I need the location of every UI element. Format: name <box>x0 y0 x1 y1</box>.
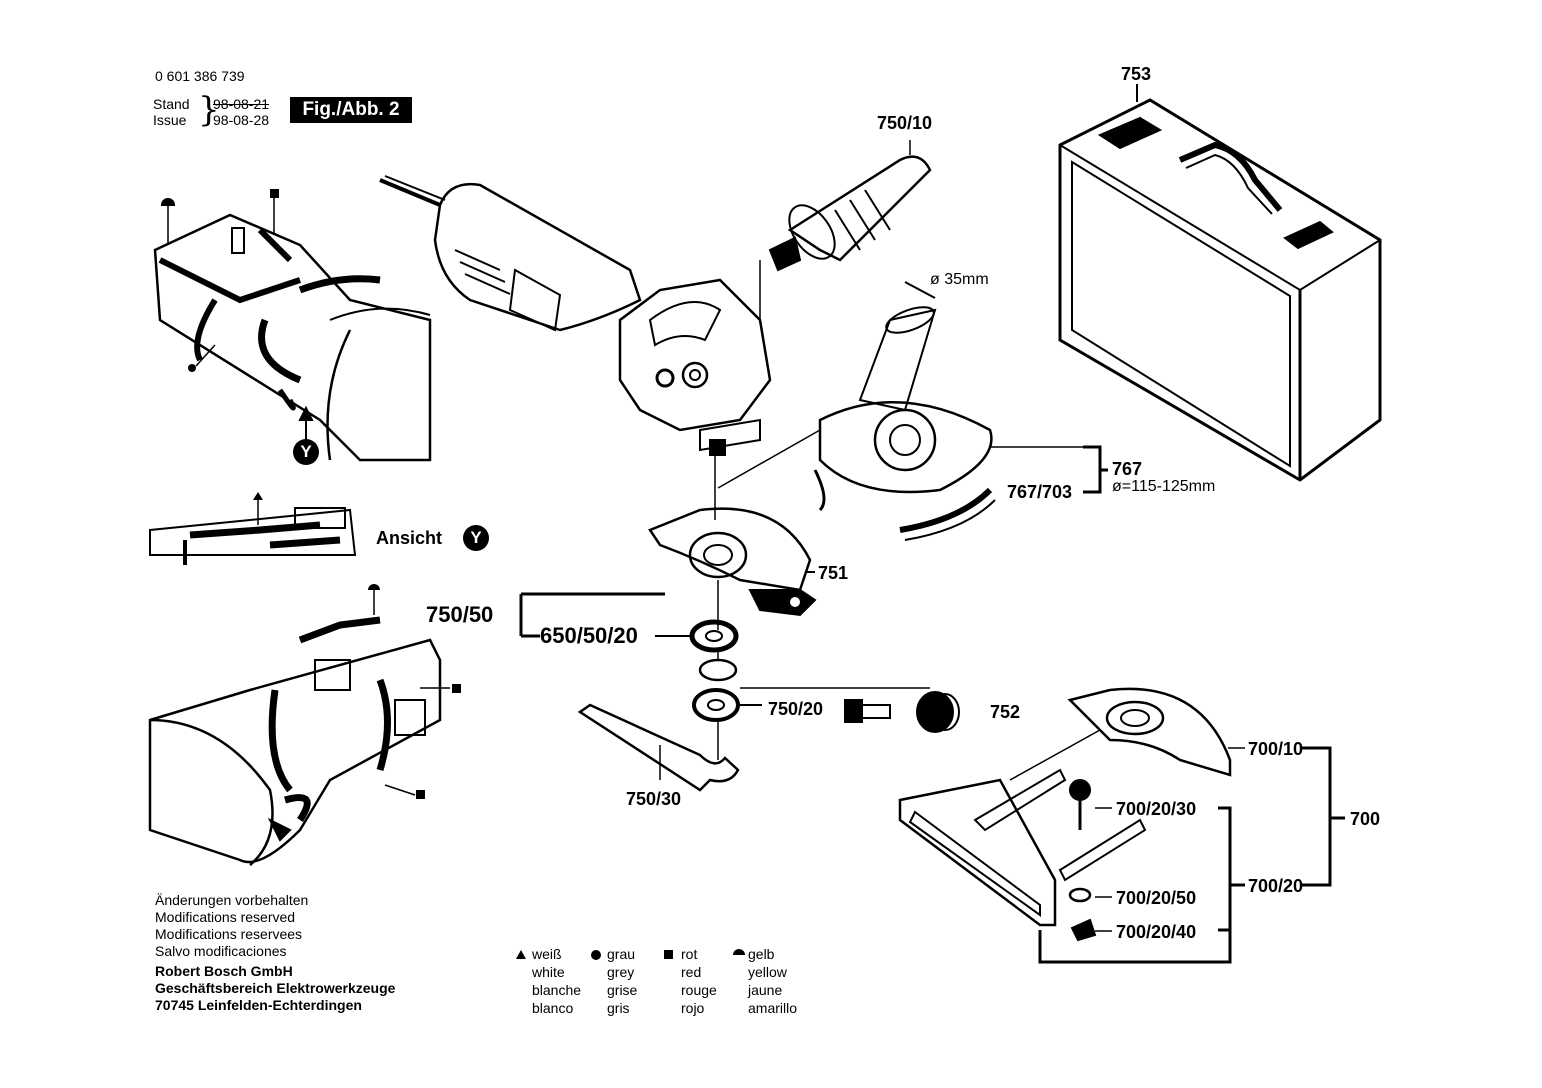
legend-red-de: rot <box>681 946 698 962</box>
company-name: Robert Bosch GmbH <box>155 963 293 979</box>
legend-grey-es: gris <box>607 1000 630 1016</box>
legend-red-fr: rouge <box>681 982 717 998</box>
y-marker-top: Y <box>293 439 319 465</box>
callout-700-20-30: 700/20/30 <box>1116 799 1197 819</box>
callout-767: 767 <box>1112 459 1143 479</box>
legend-yellow-es: amarillo <box>748 1000 798 1016</box>
issue-date: 98-08-28 <box>213 112 270 128</box>
triangle-icon <box>516 950 526 959</box>
legend-yellow-fr: jaune <box>748 982 783 998</box>
note-de: Änderungen vorbehalten <box>155 892 309 908</box>
legend-symbols <box>516 949 745 960</box>
y-marker-view: Y <box>463 525 489 551</box>
cutting-guide-700-20 <box>898 768 1147 942</box>
callout-diameter-35: ø 35mm <box>930 271 989 288</box>
legend-white-de: weiß <box>532 946 562 962</box>
pin-and-nut-752 <box>844 691 960 733</box>
legend-grey-fr: grise <box>607 982 638 998</box>
wheel-guard-751 <box>648 507 817 617</box>
callout-700: 700 <box>1350 809 1381 829</box>
callout-700-20-40: 700/20/40 <box>1116 922 1197 942</box>
stand-label: Stand <box>153 96 190 112</box>
callout-700-10: 700/10 <box>1248 739 1304 759</box>
half-circle-icon <box>733 949 745 955</box>
legend-yellow-de: gelb <box>748 946 775 962</box>
carrying-case-753 <box>1058 98 1382 482</box>
legend-white-es: blanco <box>532 1000 574 1016</box>
callout-750-10: 750/10 <box>877 113 933 133</box>
extraction-guard-767 <box>813 281 996 541</box>
wiring-detail-top <box>153 213 432 462</box>
note-fr: Modifications reservees <box>155 926 303 942</box>
callout-767-703: 767/703 <box>1007 482 1073 502</box>
circle-icon <box>591 950 601 960</box>
callout-753: 753 <box>1121 64 1152 84</box>
callout-751: 751 <box>818 563 849 583</box>
legend-white-en: white <box>532 964 565 980</box>
spanner-750-30 <box>577 703 740 792</box>
legend-yellow-en: yellow <box>748 964 787 980</box>
stand-date: 98-08-21 <box>213 96 270 112</box>
callout-diameter-range: ø=115-125mm <box>1112 478 1216 495</box>
auxiliary-handle-750-10 <box>768 155 932 272</box>
brace-glyph: } <box>198 90 220 130</box>
company-address: 70745 Leinfelden-Echterdingen <box>155 997 362 1013</box>
square-icon <box>664 950 673 959</box>
ansicht-label: Ansicht <box>376 528 443 548</box>
legend-grey-en: grey <box>607 964 635 980</box>
wiring-detail-bottom <box>148 616 442 866</box>
legend-grey-de: grau <box>607 946 636 962</box>
callout-752: 752 <box>990 702 1021 722</box>
note-en: Modifications reserved <box>155 909 296 925</box>
legend-red-es: rojo <box>681 1000 705 1016</box>
legend-red-en: red <box>681 964 702 980</box>
callout-700-20-50: 700/20/50 <box>1116 888 1197 908</box>
issue-label: Issue <box>153 112 187 128</box>
view-y-detail <box>149 507 357 565</box>
company-division: Geschäftsbereich Elektrowerkzeuge <box>155 980 396 996</box>
flange-650-50-20 <box>689 619 739 682</box>
clamping-nut-750-20 <box>692 688 762 722</box>
legend-white-fr: blanche <box>532 982 582 998</box>
callout-650-50-20: 650/50/20 <box>540 623 638 648</box>
callout-750-20: 750/20 <box>768 699 824 719</box>
angle-grinder-body <box>379 175 772 456</box>
figure-label: Fig./Abb. 2 <box>290 97 412 123</box>
cutting-guard-700-10 <box>1067 687 1232 777</box>
callout-750-50: 750/50 <box>426 602 494 627</box>
part-number: 0 601 386 739 <box>155 68 245 84</box>
callout-700-20: 700/20 <box>1248 876 1304 896</box>
callout-750-30: 750/30 <box>626 789 682 809</box>
note-es: Salvo modificaciones <box>155 943 287 959</box>
